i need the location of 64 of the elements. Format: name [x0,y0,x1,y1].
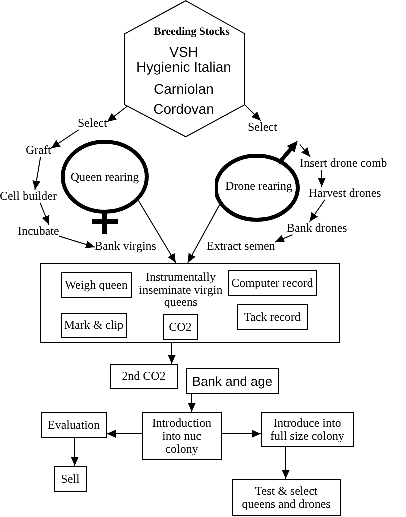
step-label: Harvest drones [309,187,382,200]
arrow [244,104,262,122]
step-label: Cell builder [0,190,57,203]
arrow [71,438,79,466]
step-label: Bank drones [287,222,348,235]
arrow [168,342,176,364]
process-box [142,412,222,460]
box-label: Sell [61,472,80,486]
process-box [186,368,279,394]
box-label: Tack record [244,310,301,324]
hexagon-shape [124,0,246,138]
group-label: Instrumentally inseminate virgin queens [138,271,224,308]
process-box [61,313,127,338]
process-box [228,270,317,296]
box-label: Weigh queen [65,278,128,292]
box-label: Computer record [232,276,314,290]
process-box [54,466,87,492]
arrow [274,234,294,243]
box-label: Introduction into nuc colony [151,416,213,456]
box-label: Mark & clip [64,319,124,332]
arrow [58,236,96,249]
box-label: 2nd CO2 [122,370,166,383]
female-symbol [61,140,149,234]
symbol-label: Drone rearing [226,180,292,192]
process-box [41,412,107,438]
arrow [50,130,80,149]
arrow [300,144,311,158]
box-label: Bank and age [192,374,273,388]
stock-name: Hygienic Italian [136,59,232,75]
stock-name: VSH [170,44,198,60]
process-box [237,304,308,330]
stock-name: Cordovan [154,101,214,117]
arrow [188,394,196,412]
arrow [106,106,128,123]
step-label: Insert drone comb [300,157,388,170]
process-box [261,412,354,447]
step-label: Extract semen [207,240,276,253]
arrow [138,200,176,264]
process-box [163,314,198,340]
process-box [61,272,132,298]
arrow [318,170,326,188]
arrow [282,446,290,480]
box-label: CO2 [169,320,192,334]
step-label: Bank virgins [95,240,156,253]
step-label: Incubate [18,225,60,238]
male-symbol [215,138,300,222]
symbol-label: Queen rearing [70,170,140,184]
step-label: Select [248,121,278,134]
process-box [232,479,341,516]
box-label: Introduce into full size colony [270,416,346,442]
arrow [188,204,220,264]
stock-name: Carniolan [154,81,214,97]
arrow [40,202,50,226]
hexagon-heading: Breeding Stocks [154,26,230,39]
box-label: Test & select queens and drones [241,484,332,510]
step-label: Graft [26,144,52,157]
process-box [110,364,178,389]
step-label: Select [78,117,108,130]
group-box [40,263,340,343]
box-label: Evaluation [48,418,100,432]
arrow [32,156,42,190]
arrow [309,200,326,222]
arrow [222,430,262,438]
arrow [106,430,142,438]
